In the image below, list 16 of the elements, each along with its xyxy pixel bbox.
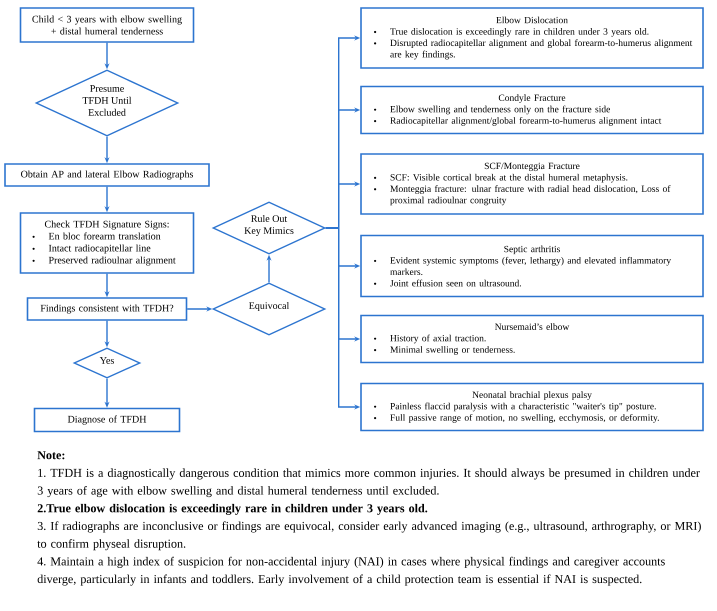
note-heading: Note: (37, 451, 64, 460)
process-box: Child < 3 years with elbow swelling + distal humeral tenderness (20, 7, 194, 43)
process-box: Findings consistent with TFDH? (26, 297, 188, 321)
note-text: 2.True elbow dislocation is exceedingly rare in children under 3 years old. (38, 504, 428, 515)
list-box: Nursemaid’s elbow History of axial traction. Minimal swelling or tenderness. (360, 314, 704, 364)
process-box: Obtain AP and lateral Elbow Radiographs (4, 163, 210, 187)
list-box: Check TFDH Signature Signs: En bloc forearm translation Intact radiocapitellar line Preserved radioulnar alignment (20, 212, 194, 274)
process-box: Diagnose of TFDH (34, 408, 180, 432)
list-box: SCF/Monteggia Fracture SCF: Visible cortical break at the distal humeral metaphysis. Monteggia fracture: ulnar fracture with radial head dislocation, Loss of proximal radioulnar congruity (360, 153, 704, 215)
list-box: Elbow Dislocation True dislocation is exceedingly rare in children under 3 years old. Disrupted radiocapitellar alignment and global forearm-to-humerus alignment are key findings. (360, 7, 704, 69)
list-box: Neonatal brachial plexus palsy Painless flaccid paralysis with a characteristic "waiter's tip" posture. Full passive range of motion, no swelling, ecchymosis, or deformity. (360, 382, 704, 432)
note-text: 3. If radiographs are inconclusive or findings are equivocal, consider early advanced imaging (e.g., ultrasound, arthrography, or MRI) to confirm physeal disruption. (37, 521, 701, 550)
note-text: 4. Maintain a high index of suspicion for non-accidental injury (NAI) in cases where physical findings and caregiver accounts diverge, particularly in infants and toddlers. Early involvement of a child protection team is essential if NAI is suspected. (37, 556, 665, 586)
note-text: 1. TFDH is a diagnostically dangerous condition that mimics more common injuries. It should always be presumed in children under 3 years of age with elbow swelling and distal humeral tenderness until excluded. (38, 468, 700, 498)
list-box: Septic arthritis Evident systemic symptoms (fever, lethargy) and elevated inflammatory markers. Joint effusion seen on ultrasound. (360, 234, 704, 298)
list-box: Condyle Fracture Elbow swelling and tenderness only on the fracture side Radiocapitellar alignment/global forearm-to-humerus alignment intact (360, 86, 704, 134)
